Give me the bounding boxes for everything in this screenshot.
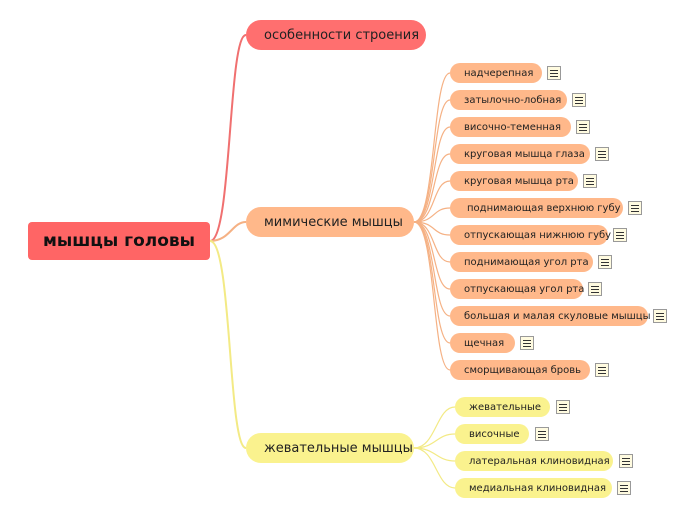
subtopic-label: поднимающая угол рта [464, 256, 589, 268]
subtopic-medialnaya[interactable]: медиальная клиновидная [455, 478, 612, 498]
subtopic-label: отпускающая угол рта [464, 283, 585, 295]
note-icon[interactable] [588, 282, 602, 296]
note-icon[interactable] [572, 93, 586, 107]
subtopic-smorshchivayushchaya[interactable]: сморщивающая бровь [450, 360, 590, 380]
subtopic-label: поднимающая верхнюю губу [467, 202, 621, 214]
subtopic-otpuskayushchaya-gubu[interactable]: отпускающая нижнюю губу [450, 225, 612, 245]
subtopic-nadcherepnaya[interactable]: надчерепная [450, 63, 542, 83]
note-icon[interactable] [628, 201, 642, 215]
subtopic-zhevatelnye[interactable]: жевательные [455, 397, 550, 417]
subtopic-podnimayushchaya-ugol[interactable]: поднимающая угол рта [450, 252, 593, 272]
note-icon[interactable] [653, 309, 667, 323]
note-icon[interactable] [619, 454, 633, 468]
subtopic-zatylochno-lobnaya[interactable]: затылочно-лобная [450, 90, 567, 110]
subtopic-label: отпускающая нижнюю губу [464, 229, 612, 241]
root-topic-label: мышцы головы [42, 231, 196, 251]
subtopic-label: надчерепная [464, 67, 534, 79]
branch-label: жевательные мышцы [264, 440, 413, 456]
subtopic-lateralnaya[interactable]: латеральная клиновидная [455, 451, 613, 471]
note-icon[interactable] [595, 363, 609, 377]
root-topic[interactable]: мышцы головы [28, 222, 210, 260]
subtopic-podnimayushchaya-gubu[interactable]: поднимающая верхнюю губу [450, 198, 623, 218]
subtopic-label: большая и малая скуловые мышцы [464, 310, 651, 322]
subtopic-label: круговая мышца глаза [464, 148, 585, 160]
note-icon[interactable] [613, 228, 627, 242]
subtopic-label: височно-теменная [464, 121, 562, 133]
subtopic-label: жевательные [469, 401, 542, 413]
note-icon[interactable] [595, 147, 609, 161]
branch-mimic-muscles[interactable]: мимические мышцы [246, 207, 414, 237]
subtopic-label: затылочно-лобная [464, 94, 562, 106]
subtopic-visochno-temennaya[interactable]: височно-теменная [450, 117, 571, 137]
branch-label: мимические мышцы [264, 214, 403, 230]
note-icon[interactable] [520, 336, 534, 350]
branch-structure-features[interactable]: особенности строения [246, 20, 426, 50]
subtopic-krugovaya-rta[interactable]: круговая мышца рта [450, 171, 578, 191]
subtopic-shchechnaya[interactable]: щечная [450, 333, 515, 353]
subtopic-visochnye[interactable]: височные [455, 424, 529, 444]
subtopic-krugovaya-glaza[interactable]: круговая мышца глаза [450, 144, 590, 164]
branch-label: особенности строения [264, 27, 420, 43]
subtopic-label: медиальная клиновидная [469, 482, 606, 494]
note-icon[interactable] [598, 255, 612, 269]
note-icon[interactable] [617, 481, 631, 495]
subtopic-otpuskayushchaya-ugol[interactable]: отпускающая угол рта [450, 279, 585, 299]
note-icon[interactable] [583, 174, 597, 188]
subtopic-skulovye[interactable]: большая и малая скуловые мышцы [450, 306, 651, 326]
subtopic-label: круговая мышца рта [464, 175, 574, 187]
note-icon[interactable] [556, 400, 570, 414]
note-icon[interactable] [576, 120, 590, 134]
subtopic-label: сморщивающая бровь [464, 364, 582, 376]
branch-chewing-muscles[interactable]: жевательные мышцы [246, 433, 414, 463]
subtopic-label: височные [469, 428, 520, 440]
note-icon[interactable] [535, 427, 549, 441]
subtopic-label: щечная [464, 337, 505, 349]
subtopic-label: латеральная клиновидная [469, 455, 610, 467]
note-icon[interactable] [547, 66, 561, 80]
